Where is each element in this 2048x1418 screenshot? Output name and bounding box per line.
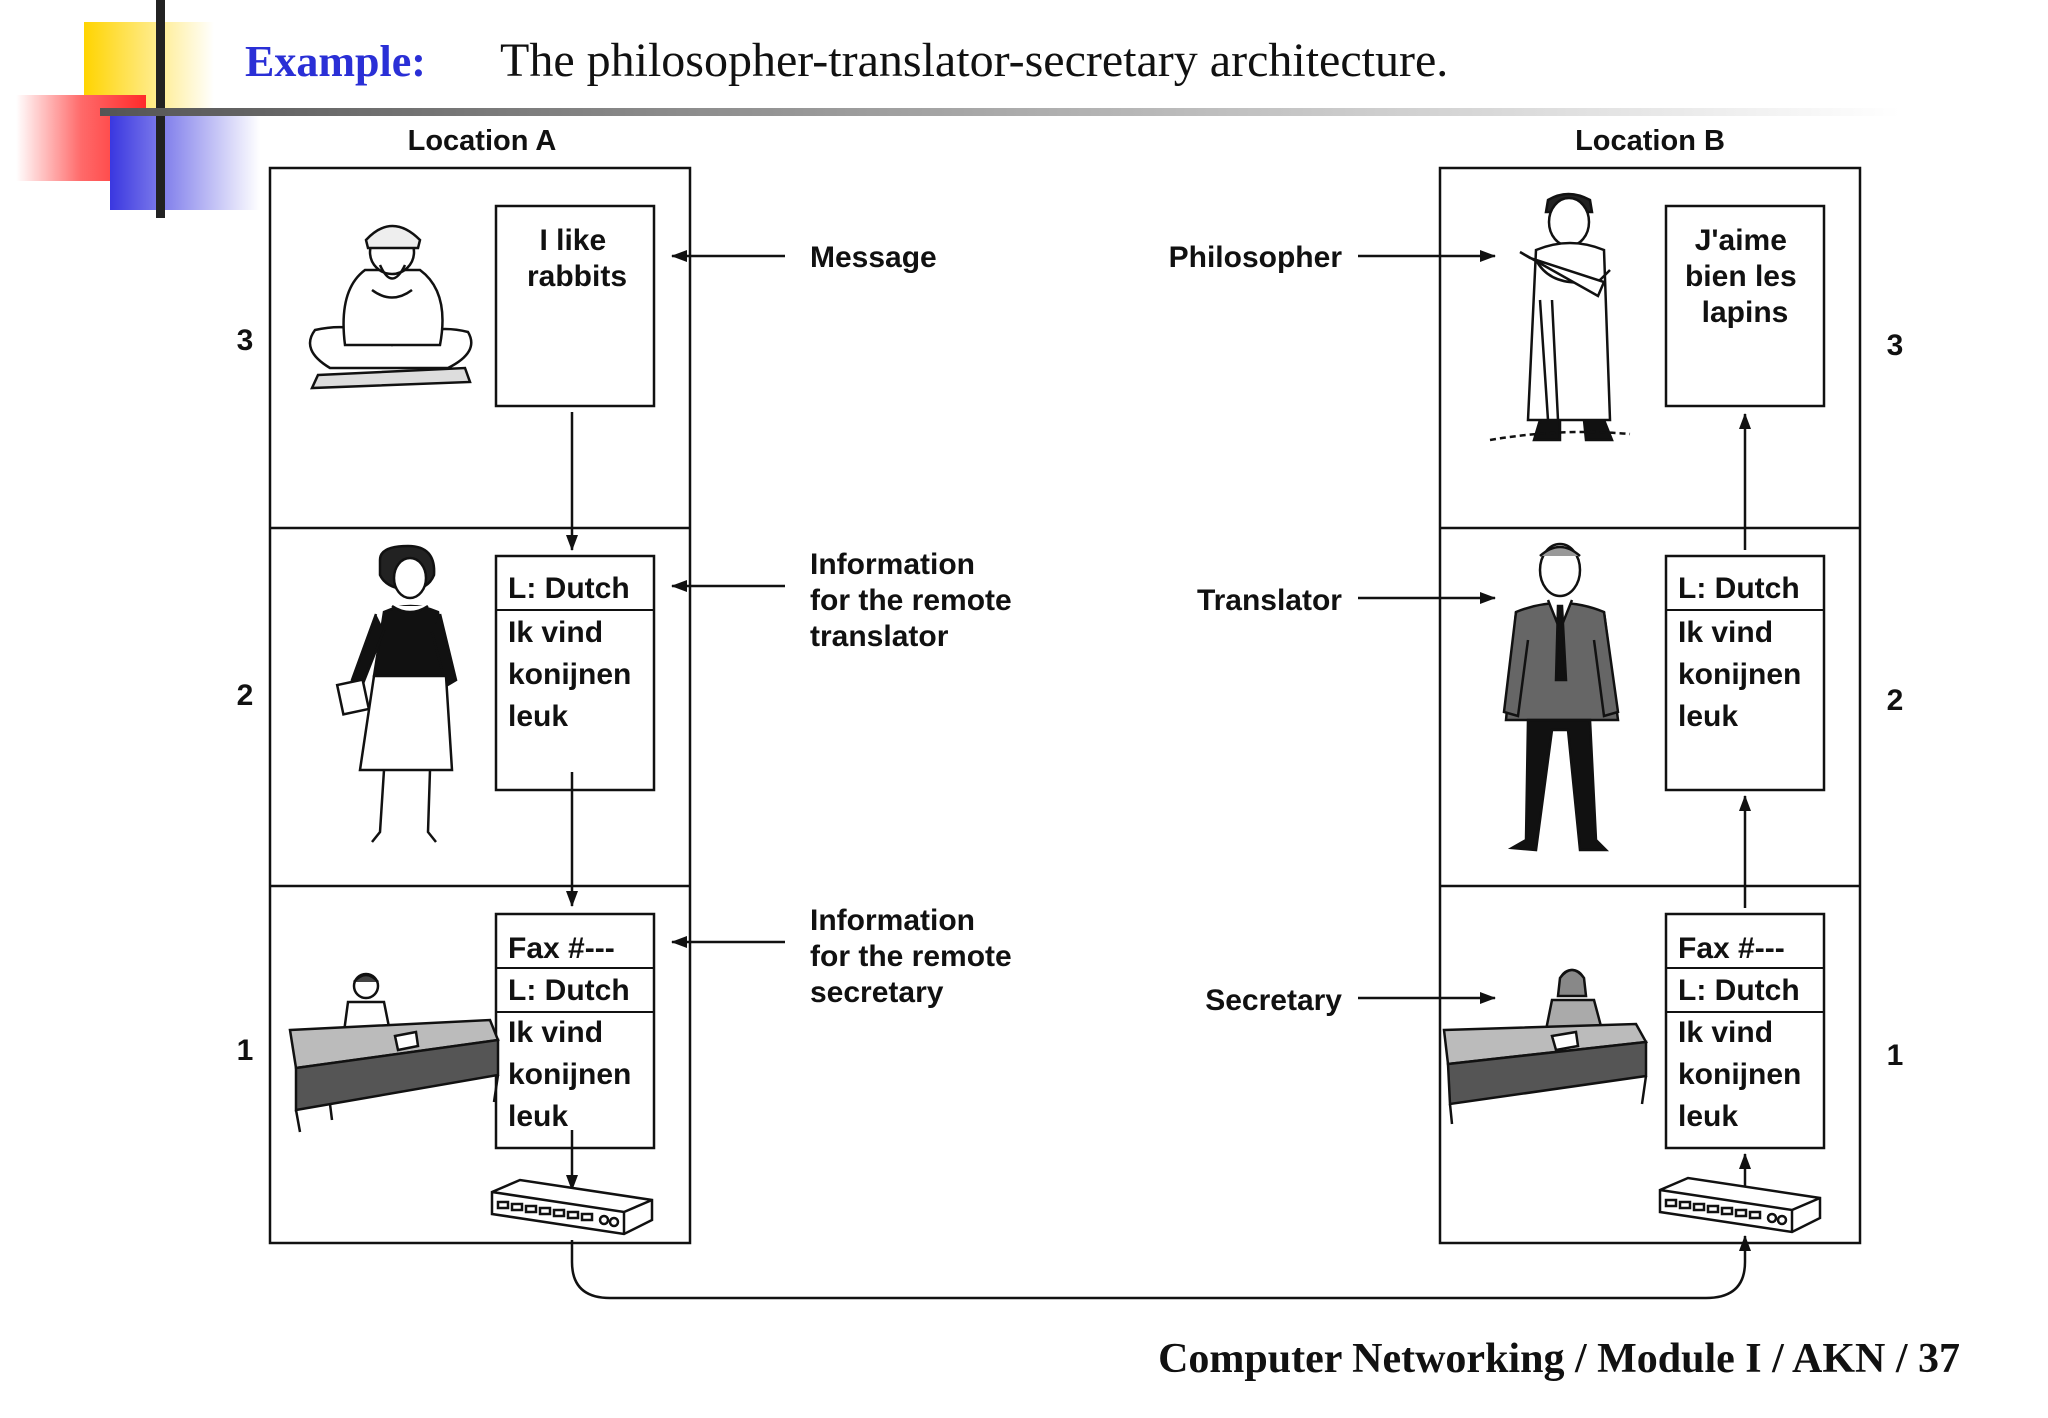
language-header-a-1: L: Dutch — [508, 974, 630, 1007]
fax-header-a: Fax #--- — [508, 932, 615, 965]
translated-text-a-1: Ik vind konijnen leuk — [508, 1016, 640, 1133]
transmission-link — [570, 1235, 1751, 1300]
title-underline — [100, 108, 1900, 116]
fax-b-icon — [1658, 1176, 1822, 1234]
message-text-b: J'aime bien les lapins — [1685, 224, 1805, 329]
translator-b-figure — [1502, 542, 1620, 852]
secretary-b-figure — [1442, 968, 1649, 1125]
layer-number-a-2: 2 — [237, 679, 254, 712]
message-box-a — [494, 204, 656, 408]
language-header-b-2: L: Dutch — [1678, 572, 1800, 605]
translated-text-a-2: Ik vind konijnen leuk — [508, 616, 640, 733]
language-header-b-1: L: Dutch — [1678, 974, 1800, 1007]
philosopher-b-figure — [1489, 192, 1631, 442]
info-secretary-annotation: Information for the remote secretary — [810, 904, 1020, 1009]
message-text-a: I like rabbits — [527, 224, 627, 293]
layer-number-b-2: 2 — [1887, 684, 1904, 717]
location-a-stack — [268, 166, 692, 1245]
layer-number-b-3: 3 — [1887, 329, 1904, 362]
role-philosopher: Philosopher — [1169, 241, 1343, 274]
location-a-label: Location A — [408, 125, 557, 157]
translator-box-a — [494, 554, 656, 792]
secretary-a-figure — [288, 972, 500, 1133]
translator-box-b — [1664, 554, 1826, 792]
fax-header-b: Fax #--- — [1678, 932, 1785, 965]
location-b-label: Location B — [1575, 125, 1725, 157]
layer-number-b-1: 1 — [1887, 1039, 1904, 1072]
layer-number-a-1: 1 — [237, 1034, 254, 1067]
title-label: Example: — [245, 37, 426, 86]
message-box-b — [1664, 204, 1826, 408]
role-secretary: Secretary — [1205, 984, 1342, 1017]
slide-footer: Computer Networking / Module I / AKN / 3… — [1158, 1336, 1960, 1382]
translator-a-figure — [335, 544, 458, 843]
translated-text-b-1: Ik vind konijnen leuk — [1678, 1016, 1810, 1133]
role-arrows — [1358, 250, 1496, 1004]
language-header-a-2: L: Dutch — [508, 572, 630, 605]
layer-number-a-3: 3 — [237, 324, 254, 357]
fax-a-icon — [490, 1178, 654, 1236]
message-annotation: Message — [810, 241, 937, 274]
secretary-box-b — [1664, 912, 1826, 1150]
info-translator-annotation: Information for the remote translator — [810, 548, 1020, 653]
translated-text-b-2: Ik vind konijnen leuk — [1678, 616, 1810, 733]
philosopher-a-figure — [308, 224, 473, 390]
page-title: The philosopher-translator-secretary arc… — [500, 34, 1448, 87]
role-translator: Translator — [1197, 584, 1342, 617]
location-b-stack — [1438, 166, 1862, 1245]
secretary-box-a — [494, 912, 656, 1150]
annotation-arrows-a — [671, 250, 785, 948]
